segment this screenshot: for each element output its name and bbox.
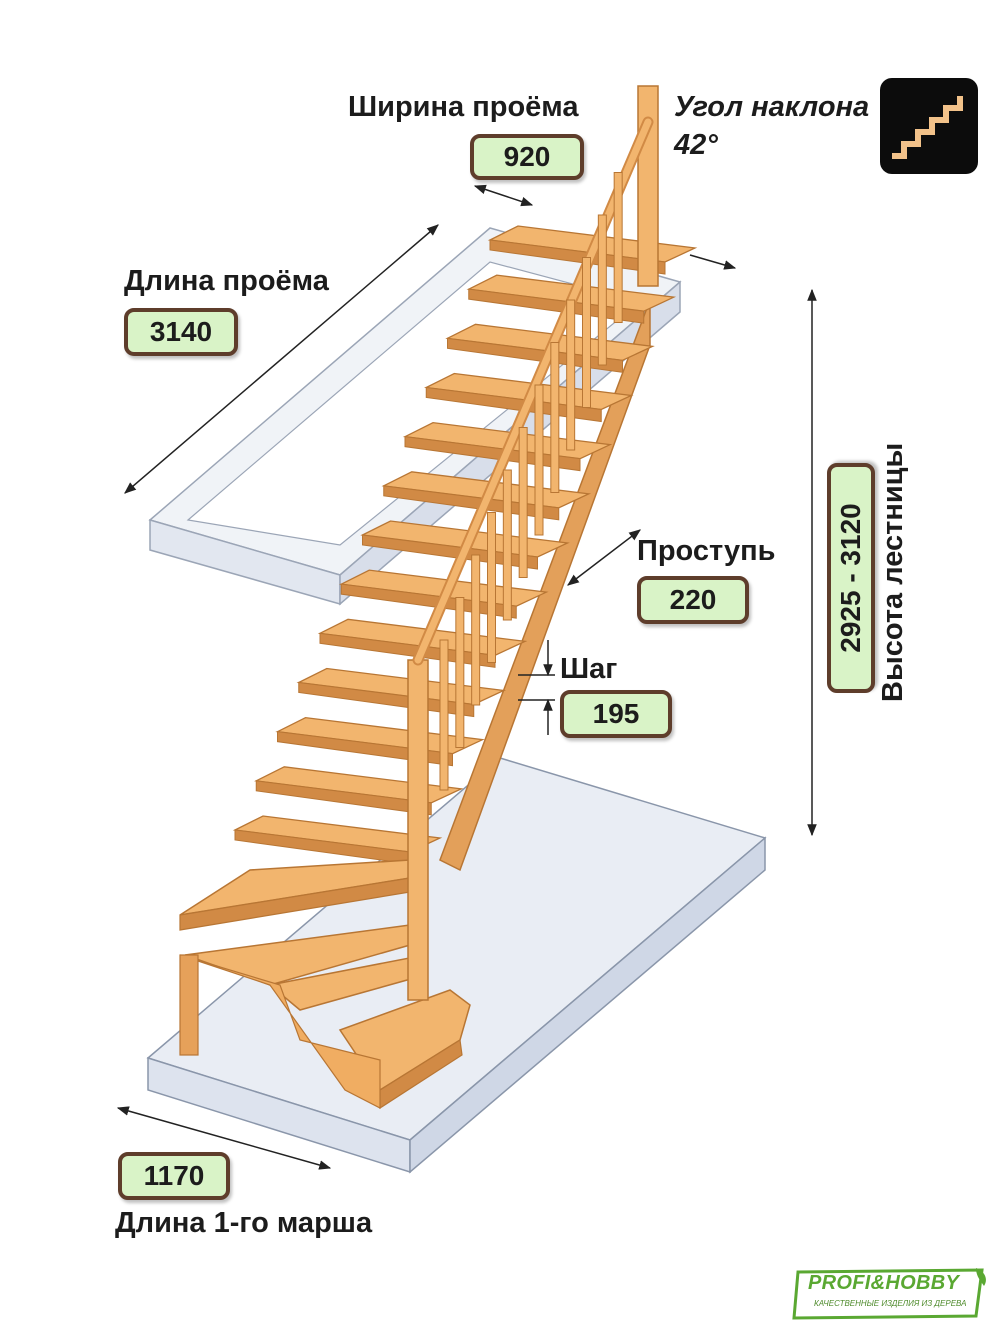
- baluster: [439, 639, 449, 791]
- incline-angle-label: Угол наклона: [674, 91, 870, 123]
- opening-width-value: 920: [470, 134, 584, 180]
- baluster: [471, 554, 481, 706]
- baluster: [502, 469, 512, 621]
- logo-main-text: PROFI&HOBBY: [808, 1272, 960, 1294]
- tread-value: 220: [637, 576, 749, 624]
- first-flight-length-value: 1170: [118, 1152, 230, 1200]
- baluster: [534, 384, 544, 536]
- first-flight-length-label: Длина 1-го марша: [115, 1207, 373, 1239]
- step-label: Шаг: [560, 653, 618, 685]
- incline-angle-value: 42°: [674, 129, 718, 161]
- opening-width-label: Ширина проёма: [348, 91, 579, 123]
- stair-tread-nosing: [255, 780, 432, 816]
- baluster: [613, 172, 623, 323]
- baluster: [455, 597, 465, 748]
- baluster: [582, 257, 591, 408]
- stair-angle-icon: [880, 78, 978, 174]
- logo-tagline: КАЧЕСТВЕННЫЕ ИЗДЕЛИЯ ИЗ ДЕРЕВА: [814, 1299, 967, 1308]
- opening-length-value: 3140: [124, 308, 238, 356]
- brand-logo: PROFI&HOBBY КАЧЕСТВЕННЫЕ ИЗДЕЛИЯ ИЗ ДЕРЕ…: [790, 1266, 990, 1322]
- tread-label: Проступь: [637, 535, 776, 567]
- step-value: 195: [560, 690, 672, 738]
- stair-height-value: 2925 - 3120: [827, 463, 875, 693]
- baluster: [566, 299, 576, 451]
- winder-treads: [179, 859, 471, 1110]
- baluster: [487, 512, 496, 663]
- baluster: [550, 342, 560, 493]
- stair-height-label: Высота лестницы: [877, 442, 909, 702]
- stair-tread-nosing: [319, 632, 496, 668]
- baluster: [518, 427, 528, 578]
- baluster: [597, 214, 607, 366]
- opening-length-label: Длина проёма: [124, 265, 329, 297]
- stair-tread-nosing: [447, 337, 623, 373]
- dimension-lines: [116, 184, 817, 1170]
- railing: [407, 85, 659, 1001]
